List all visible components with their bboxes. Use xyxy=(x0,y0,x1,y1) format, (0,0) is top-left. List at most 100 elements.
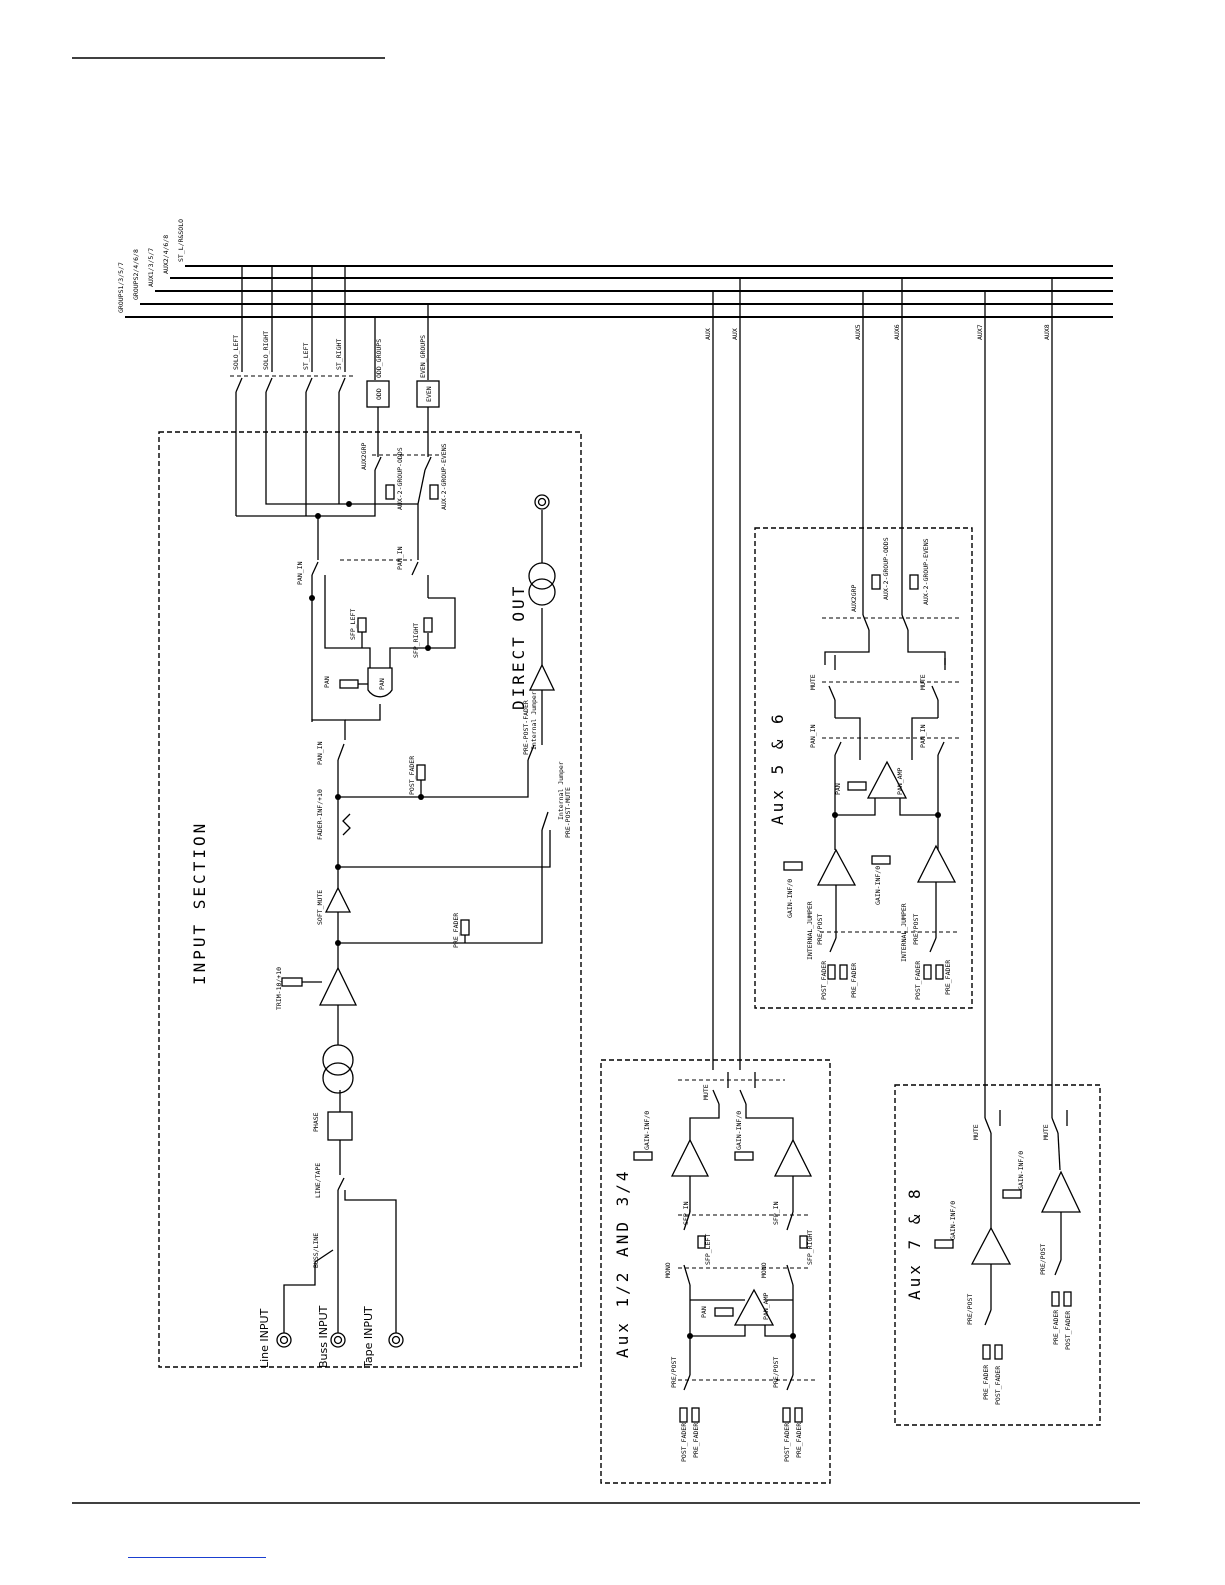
even-box-label: EVEN xyxy=(425,386,433,402)
aux-2-group-evens-label: AUX-2-GROUP-EVENS xyxy=(440,443,448,510)
aux-tap-label-1: AUX xyxy=(731,328,739,340)
aux78-pre-fader-label: PRE_FADER xyxy=(982,1365,990,1400)
pre-post-fader-label: PRE-POST-FADER xyxy=(522,700,530,755)
bus-label-1: AUX2/4/6/8 xyxy=(162,235,170,274)
odd-box-label: ODD xyxy=(375,388,383,400)
aux12-sfp-in-label-2: SFP_IN xyxy=(772,1201,780,1225)
aux56-frame xyxy=(754,527,973,1009)
st-left-label: ST_LEFT xyxy=(302,343,310,370)
aux56-gain-label-2: GAIN-INF/0 xyxy=(874,866,882,905)
aux12-gain-label-2: GAIN-INF/0 xyxy=(735,1111,743,1150)
aux78-pre-fader-label-2: PRE_FADER xyxy=(1052,1310,1060,1345)
aux56-pre-post-label: PRE/POST xyxy=(816,914,824,945)
aux56-pan-amp-label: PAN_AMP xyxy=(896,768,904,795)
aux78-pre-post-label: PRE/POST xyxy=(966,1294,974,1325)
pan-in-top-label-2: PAN_IN xyxy=(396,546,404,570)
bus-label-2: AUX1/3/5/7 xyxy=(147,248,155,287)
aux12-pre-post-label: PRE/POST xyxy=(670,1357,678,1388)
pre-post-mute-label: PRE-POST-MUTE xyxy=(564,787,572,838)
footer-link-underline xyxy=(128,1557,266,1558)
aux78-gain-label: GAIN-INF/0 xyxy=(949,1201,957,1240)
aux12-section: Aux 1/2 AND 3/4 MUTE GAIN-INF/0 GAIN-INF… xyxy=(600,1059,831,1484)
pan-gate xyxy=(367,667,393,698)
aux56-internal-jumper-label-2: INTERNAL_JUMPER xyxy=(900,903,908,962)
aux2grp-label: AUX2GRP xyxy=(360,443,368,470)
input-section-title: INPUT SECTION xyxy=(190,821,209,985)
aux56-pre-fader-label: PRE_FADER xyxy=(850,963,858,998)
aux-2-group-odds-label: AUX-2-GROUP-ODDS xyxy=(396,447,404,510)
aux12-pre-post-label-2: PRE/POST xyxy=(772,1357,780,1388)
aux56-pre-post-label-2: PRE/POST xyxy=(912,914,920,945)
aux56-section: Aux 5 & 6 AUX2GRP AUX-2-GROUP-ODDS AUX-2… xyxy=(754,527,973,1009)
st-right-label: ST_RIGHT xyxy=(335,339,343,370)
buss-line-label: BUSS/LINE xyxy=(312,1233,320,1268)
solo-right-label: SOLO_RIGHT xyxy=(262,331,270,370)
pan-in-label: PAN_IN xyxy=(316,741,324,765)
aux12-sfp-right-label: SFP_RIGHT xyxy=(806,1230,814,1265)
aux78-title: Aux 7 & 8 xyxy=(905,1186,924,1300)
aux-tap-label-2: AUX5 xyxy=(854,324,862,340)
soft-mute-label: SOFT_MUTE xyxy=(316,890,324,925)
aux56-pan-label: PAN xyxy=(834,783,842,795)
even-groups-label: EVEN_GROUPS xyxy=(419,335,427,378)
buss-input-label: Buss INPUT xyxy=(317,1305,330,1368)
pan-gate-label: PAN xyxy=(378,678,386,690)
pan-in-top-label: PAN_IN xyxy=(296,561,304,585)
aux12-sfp-in-label: SFP_IN xyxy=(682,1201,690,1225)
aux78-mute-label-2: MUTE xyxy=(1042,1124,1050,1140)
aux78-pre-post-label-2: PRE/POST xyxy=(1039,1244,1047,1275)
aux56-odds-label: AUX-2-GROUP-ODDS xyxy=(882,537,890,600)
phase-box xyxy=(327,1111,353,1141)
aux-tap-label-0: AUX xyxy=(704,328,712,340)
aux56-pan-in-label-2: PAN_IN xyxy=(919,724,927,748)
line-tape-label: LINE/TAPE xyxy=(314,1163,322,1198)
bus-label-3: GROUPS2/4/6/8 xyxy=(132,249,140,300)
sfp-left-label: SFP_LEFT xyxy=(349,609,357,640)
aux12-pan-amp-label: PAN_AMP xyxy=(762,1293,770,1320)
line-input-label: Line INPUT xyxy=(258,1308,271,1368)
aux12-post-fader-label-2: POST_FADER xyxy=(783,1423,791,1462)
aux12-pre-fader-label-2: PRE_FADER xyxy=(795,1423,803,1458)
sfp-right-label: SFP_RIGHT xyxy=(412,623,420,658)
internal-jumper-label-b: Internal Jumper xyxy=(557,761,565,820)
aux12-frame xyxy=(600,1059,831,1484)
aux-tap-label-5: AUX8 xyxy=(1043,324,1051,340)
input-section-frame xyxy=(158,431,582,1368)
aux56-title: Aux 5 & 6 xyxy=(768,711,787,825)
aux56-post-fader-label-2: POST_FADER xyxy=(914,961,922,1000)
aux12-pre-fader-label: PRE_FADER xyxy=(692,1423,700,1458)
bus-labels: ST_L/R&SOLO AUX2/4/6/8 AUX1/3/5/7 GROUPS… xyxy=(117,219,185,313)
internal-jumper-label-a: Internal Jumper xyxy=(530,691,538,750)
tape-input-label: Tape INPUT xyxy=(362,1306,375,1369)
pan-label: PAN xyxy=(323,676,331,688)
post-fader-label: POST_FADER xyxy=(408,756,416,795)
aux12-pan-label: PAN xyxy=(700,1306,708,1318)
trim-label: TRIM-10/+10 xyxy=(275,967,283,1010)
aux12-mute-label: MUTE xyxy=(702,1084,710,1100)
aux56-gain-label: GAIN-INF/0 xyxy=(786,879,794,918)
aux12-sfp-left-label: SFP_LEFT xyxy=(704,1234,712,1265)
bus-label-0: ST_L/R&SOLO xyxy=(177,219,185,262)
phase-label: PHASE xyxy=(312,1112,320,1132)
top-taps: SOLO_LEFT SOLO_RIGHT ST_LEFT ST_RIGHT OD… xyxy=(230,266,440,516)
aux12-mono-label-2: MONO xyxy=(760,1262,768,1278)
aux56-evens-label: AUX-2-GROUP-EVENS xyxy=(922,538,930,605)
aux12-mono-label: MONO xyxy=(664,1262,672,1278)
aux78-gain-label-2: GAIN-INF/0 xyxy=(1017,1151,1025,1190)
aux56-mute-label-2: MUTE xyxy=(919,674,927,690)
aux78-post-fader-label: POST_FADER xyxy=(994,1366,1002,1405)
aux12-gain-label: GAIN-INF/0 xyxy=(643,1111,651,1150)
bus-lines xyxy=(125,265,1113,318)
aux78-section: Aux 7 & 8 MUTE MUTE GAIN-INF/0 GAIN-INF/… xyxy=(894,1084,1101,1426)
aux56-aux2grp-label: AUX2GRP xyxy=(850,585,858,612)
input-section: INPUT SECTION DIRECT OUT Line INPUT Buss… xyxy=(158,407,582,1369)
aux12-post-fader-label: POST_FADER xyxy=(680,1423,688,1462)
aux56-mute-label: MUTE xyxy=(809,674,817,690)
aux-tap-label-4: AUX7 xyxy=(976,324,984,340)
solo-left-label: SOLO_LEFT xyxy=(232,335,240,370)
aux-taps: AUX AUX AUX5 AUX6 AUX7 AUX8 xyxy=(704,278,1053,1118)
aux78-post-fader-label-2: POST_FADER xyxy=(1064,1311,1072,1350)
aux78-mute-label: MUTE xyxy=(972,1124,980,1140)
